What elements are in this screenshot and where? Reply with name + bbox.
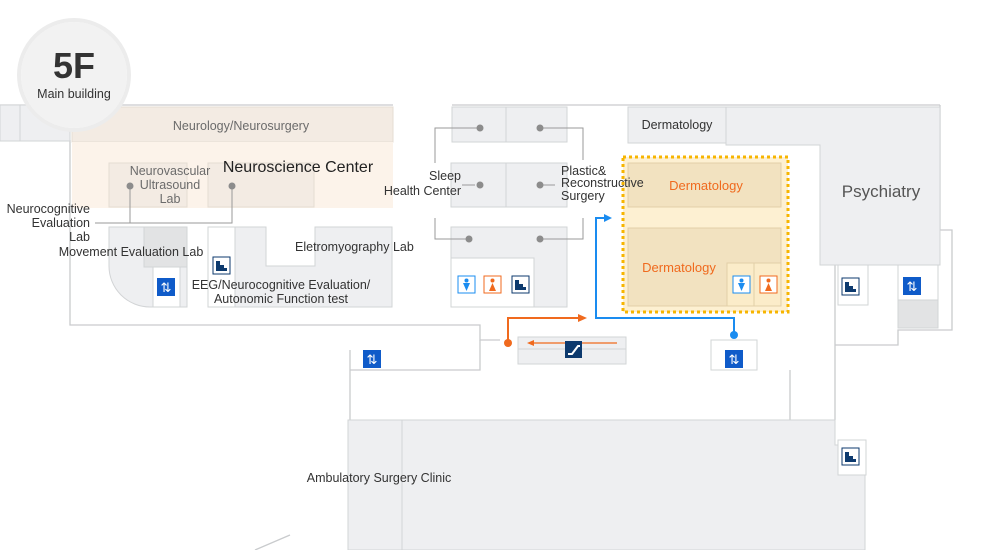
stairs-icon[interactable] bbox=[511, 275, 530, 294]
svg-text:⇅: ⇅ bbox=[367, 353, 378, 368]
neurovascular-label: Ultrasound bbox=[140, 178, 200, 192]
svg-text:⇅: ⇅ bbox=[729, 353, 740, 368]
dermatology-highlight-label: Dermatology bbox=[669, 178, 743, 193]
neurocognitive-label: Evaluation bbox=[32, 216, 90, 230]
plastic-surgery-label: Surgery bbox=[561, 189, 606, 203]
stairs-icon[interactable] bbox=[841, 277, 860, 296]
plastic-surgery-label: Plastic& bbox=[561, 164, 607, 178]
floor-badge: 5F Main building bbox=[17, 18, 131, 132]
womens-restroom-icon[interactable] bbox=[759, 275, 778, 294]
sleep-center-label: Health Center bbox=[384, 184, 461, 198]
psychiatry-label: Psychiatry bbox=[842, 182, 921, 201]
womens-restroom-icon[interactable] bbox=[483, 275, 502, 294]
room bbox=[143, 226, 188, 268]
elevator-icon[interactable]: ⇅ bbox=[157, 278, 175, 296]
route-blue bbox=[595, 217, 735, 334]
emg-lab-label: Eletromyography Lab bbox=[295, 240, 414, 254]
stairs-icon[interactable] bbox=[841, 447, 860, 466]
neurovascular-label: Lab bbox=[160, 192, 181, 206]
wall bbox=[349, 105, 953, 420]
mens-restroom-icon[interactable] bbox=[457, 275, 476, 294]
room bbox=[505, 106, 568, 143]
neurology-label: Neurology/Neurosurgery bbox=[173, 119, 310, 133]
neuroscience-center-label: Neuroscience Center bbox=[223, 159, 374, 176]
neurology-area[interactable] bbox=[71, 106, 394, 143]
dermatology-label: Dermatology bbox=[642, 118, 714, 132]
eeg-label: EEG/Neurocognitive Evaluation/ bbox=[192, 278, 371, 292]
elevator-icon[interactable]: ⇅ bbox=[363, 350, 381, 368]
dermatology-room-1[interactable] bbox=[627, 162, 782, 208]
escalator-icon[interactable] bbox=[565, 341, 582, 358]
room bbox=[108, 162, 188, 208]
eeg-emg-block[interactable] bbox=[207, 226, 393, 308]
room bbox=[897, 299, 939, 329]
movement-lab-label: Movement Evaluation Lab bbox=[59, 245, 204, 259]
svg-text:⇅: ⇅ bbox=[907, 280, 918, 295]
dermatology-highlight-label: Dermatology bbox=[642, 260, 716, 275]
eeg-label: Autonomic Function test bbox=[214, 292, 349, 306]
floor-number: 5F bbox=[53, 45, 95, 86]
neurocognitive-label: Neurocognitive bbox=[7, 202, 90, 216]
elevator-icon[interactable]: ⇅ bbox=[725, 350, 743, 368]
plastic-surgery-label: Reconstructive bbox=[561, 176, 644, 190]
psychiatry-room[interactable] bbox=[725, 106, 941, 266]
sleep-center-label: Sleep bbox=[429, 169, 461, 183]
dermatology-room-top[interactable] bbox=[627, 106, 727, 144]
stairs-icon[interactable] bbox=[212, 256, 231, 275]
svg-text:⇅: ⇅ bbox=[161, 281, 172, 296]
ambulatory-label: Ambulatory Surgery Clinic bbox=[307, 471, 452, 485]
mens-restroom-icon[interactable] bbox=[732, 275, 751, 294]
neurovascular-label: Neurovascular bbox=[130, 164, 211, 178]
room bbox=[0, 104, 21, 142]
room bbox=[451, 106, 507, 143]
neurocognitive-label: Lab bbox=[69, 230, 90, 244]
room bbox=[207, 162, 315, 208]
ambulatory-surgery-clinic-room[interactable] bbox=[347, 419, 866, 550]
elevator-icon[interactable]: ⇅ bbox=[903, 277, 921, 295]
route-orange bbox=[507, 317, 580, 343]
building-name: Main building bbox=[37, 87, 111, 101]
